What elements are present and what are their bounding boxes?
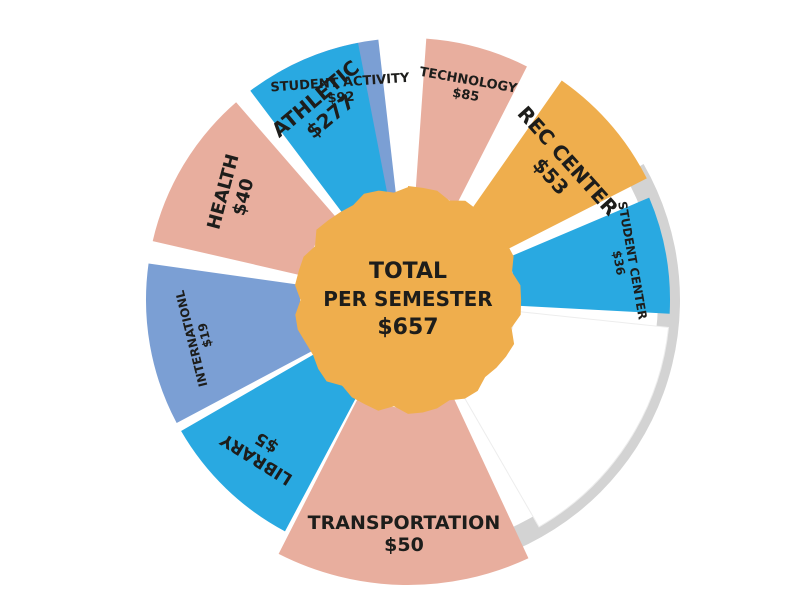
slice-value: $36: [610, 249, 628, 276]
chart-center: TOTAL PER SEMESTER $657: [295, 186, 522, 414]
center-disc: [295, 186, 522, 414]
slice-athletic: [250, 42, 388, 214]
slice-label-group: TRANSPORTATION$50: [308, 512, 501, 556]
slice-rec-center: [469, 80, 647, 251]
center-title: TOTAL: [369, 259, 447, 284]
slice-transportation: [278, 396, 529, 585]
chart-slices: [145, 38, 670, 585]
slice-value: $50: [384, 534, 424, 556]
slice-library: [181, 354, 358, 532]
slice-value: $19: [195, 321, 215, 349]
slice-student-center: [507, 197, 670, 314]
slice-value: $92: [327, 90, 355, 107]
slice-label: TRANSPORTATION: [308, 512, 501, 534]
center-subtitle: PER SEMESTER: [323, 287, 492, 311]
slice-technology: [415, 38, 527, 204]
slice-internationl: [145, 263, 313, 424]
center-total: $657: [377, 315, 438, 340]
slice-value: $85: [451, 86, 480, 105]
slice-health: [152, 102, 338, 276]
